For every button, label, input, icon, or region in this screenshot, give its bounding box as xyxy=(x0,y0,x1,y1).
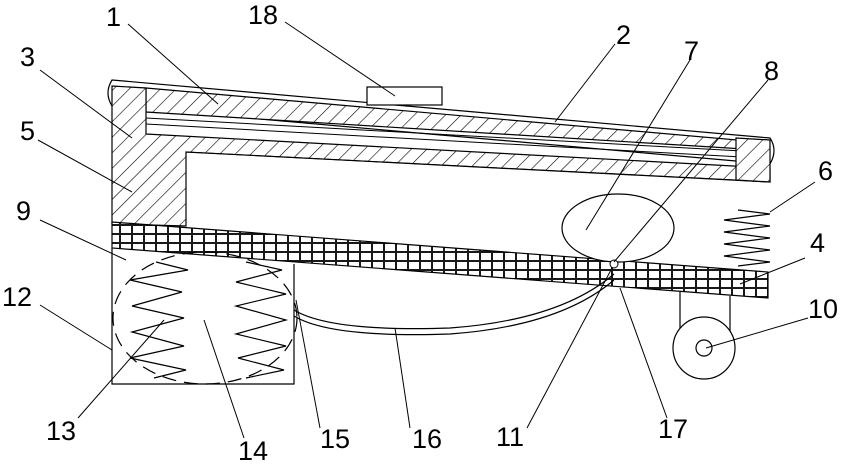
label-5: 5 xyxy=(20,116,35,146)
wheel-assembly xyxy=(673,292,735,379)
label-18: 18 xyxy=(248,0,278,30)
label-4: 4 xyxy=(810,228,825,258)
label-9: 9 xyxy=(16,196,31,226)
label-12: 12 xyxy=(2,282,32,312)
lower-box xyxy=(112,248,297,384)
label-3: 3 xyxy=(20,42,35,72)
label-17: 17 xyxy=(658,414,688,444)
label-13: 13 xyxy=(46,416,76,446)
label-16: 16 xyxy=(412,424,442,454)
label-15: 15 xyxy=(320,424,350,454)
label-14: 14 xyxy=(238,436,268,464)
right-spring xyxy=(724,210,770,266)
label-10: 10 xyxy=(808,294,838,324)
top-small-block xyxy=(367,87,442,105)
label-8: 8 xyxy=(764,56,779,86)
label-6: 6 xyxy=(818,156,833,186)
label-11: 11 xyxy=(496,422,524,452)
pivot-point xyxy=(610,260,618,268)
label-1: 1 xyxy=(106,2,121,32)
ellipse-part xyxy=(562,194,674,262)
label-2: 2 xyxy=(616,20,631,50)
label-7: 7 xyxy=(684,36,699,66)
